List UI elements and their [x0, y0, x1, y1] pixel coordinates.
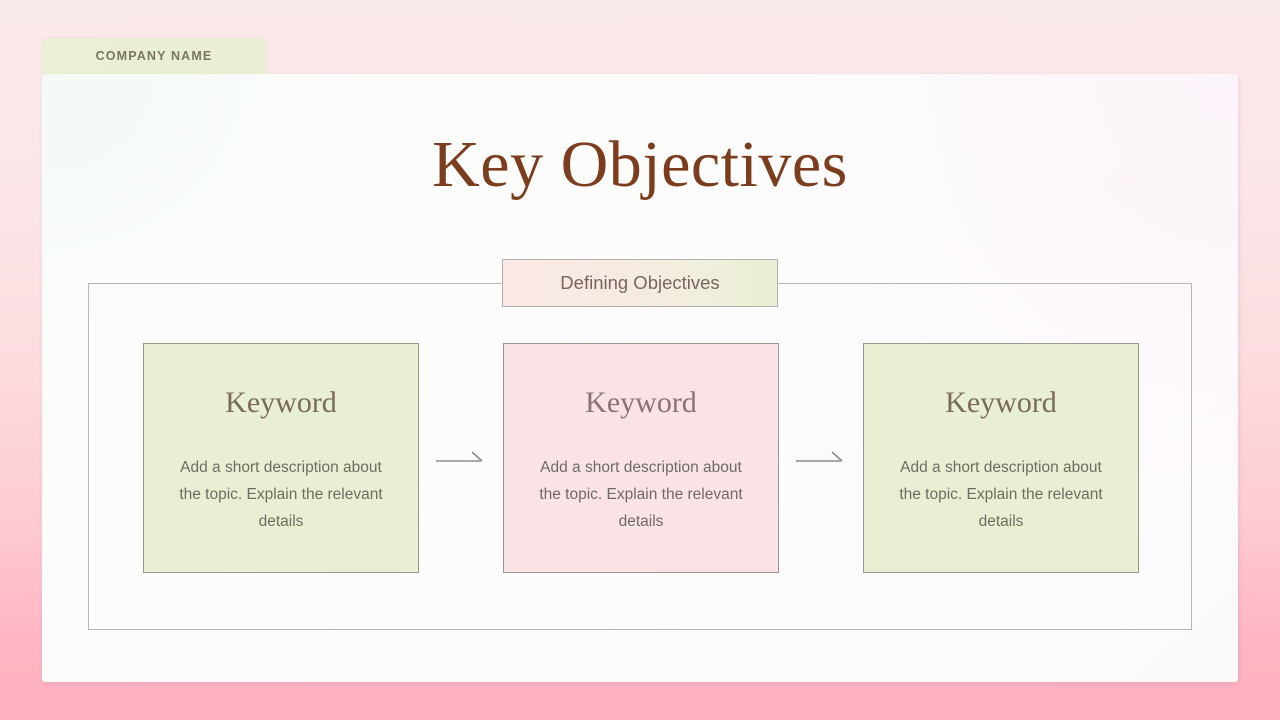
company-name-label: COMPANY NAME: [95, 49, 213, 63]
keyword-card-2-title: Keyword: [585, 386, 697, 419]
arrow-right-icon: [792, 446, 850, 470]
slide-surface: Key Objectives Defining Objectives Keywo…: [42, 74, 1238, 682]
keyword-card-2[interactable]: Keyword Add a short description about th…: [503, 343, 779, 573]
section-badge-label: Defining Objectives: [560, 272, 720, 293]
keyword-cards-row: Keyword Add a short description about th…: [143, 343, 1139, 573]
arrow-right-icon: [432, 446, 490, 470]
keyword-card-3[interactable]: Keyword Add a short description about th…: [863, 343, 1139, 573]
keyword-card-3-description: Add a short description about the topic.…: [899, 459, 1103, 530]
keyword-card-3-title: Keyword: [945, 386, 1057, 419]
company-name-tab[interactable]: COMPANY NAME: [42, 38, 266, 74]
keyword-card-2-description: Add a short description about the topic.…: [539, 459, 743, 530]
keyword-card-1-title: Keyword: [225, 386, 337, 419]
keyword-card-1-description: Add a short description about the topic.…: [179, 459, 383, 530]
keyword-card-1[interactable]: Keyword Add a short description about th…: [143, 343, 419, 573]
section-badge: Defining Objectives: [502, 259, 778, 307]
page-title: Key Objectives: [432, 128, 848, 201]
